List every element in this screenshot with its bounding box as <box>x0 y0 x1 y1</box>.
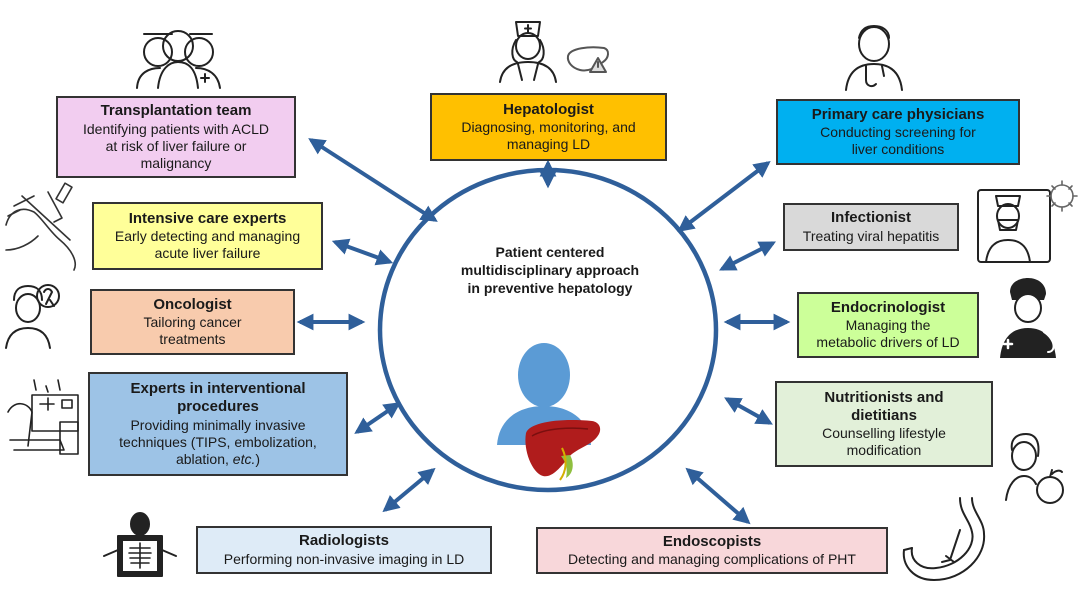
desc-text: ablation, <box>175 450 233 467</box>
box-endoscopists: Endoscopists Detecting and managing comp… <box>536 527 888 574</box>
box-title: Experts in interventional <box>130 380 306 398</box>
box-endocrinologist: Endocrinologist Managing the metabolic d… <box>797 292 979 358</box>
medical-team-icon <box>136 30 221 89</box>
box-primary-care: Primary care physicians Conducting scree… <box>776 99 1020 165</box>
box-oncologist: Oncologist Tailoring cancer treatments <box>90 289 295 355</box>
box-hepatologist: Hepatologist Diagnosing, monitoring, and… <box>430 93 667 161</box>
box-title: Primary care physicians <box>811 105 985 123</box>
box-desc-line: treatments <box>159 331 226 348</box>
liver-warning-icon <box>566 46 609 73</box>
box-title: Transplantation team <box>100 102 252 120</box>
box-desc-line: Detecting and managing complications of … <box>568 551 856 568</box>
box-title: Endoscopists <box>662 532 762 550</box>
center-line-3: in preventive hepatology <box>467 280 633 297</box>
box-desc-line: malignancy <box>140 154 212 171</box>
box-desc-line: at risk of liver failure or <box>105 137 247 154</box>
box-title: Infectionist <box>830 209 911 227</box>
nutrition-icon <box>1005 433 1064 504</box>
box-desc-line: Diagnosing, monitoring, and <box>461 119 636 136</box>
liver-icon <box>525 420 601 481</box>
box-title: Nutritionists and <box>824 388 944 406</box>
box-desc-line: Early detecting and managing <box>114 228 301 245</box>
box-desc-line: metabolic drivers of LD <box>816 334 960 351</box>
box-interventional: Experts in interventional procedures Pro… <box>88 372 348 476</box>
box-radiologists: Radiologists Performing non-invasive ima… <box>196 526 492 574</box>
box-transplantation-team: Transplantation team Identifying patient… <box>56 96 296 178</box>
masked-doctor-icon <box>977 189 1051 263</box>
arrow-primary <box>677 160 771 233</box>
box-nutritionists: Nutritionists and dietitians Counselling… <box>775 381 993 467</box>
box-title: Oncologist <box>153 295 232 313</box>
box-infectionist: Infectionist Treating viral hepatitis <box>783 203 959 251</box>
arrow-interv <box>354 402 401 434</box>
center-line-2: multidisciplinary approach <box>460 262 640 279</box>
desc-italic: etc. <box>232 450 256 467</box>
box-title: Intensive care experts <box>128 209 287 227</box>
box-desc-line: managing LD <box>506 136 591 153</box>
physician-icon <box>1000 278 1056 358</box>
box-desc-line: Counselling lifestyle <box>822 425 946 442</box>
interventional-equipment-icon <box>7 379 79 455</box>
box-desc-line: Performing non-invasive imaging in LD <box>223 550 465 567</box>
box-desc-line-last: ablation, etc.) <box>176 451 260 468</box>
box-desc-line: Providing minimally invasive <box>130 416 306 433</box>
virus-icon <box>1046 180 1078 212</box>
stomach-icon <box>902 497 986 581</box>
box-title: Radiologists <box>298 532 389 550</box>
box-desc-line: techniques (TIPS, embolization, <box>119 433 317 450</box>
box-desc-line: Treating viral hepatitis <box>802 227 940 244</box>
arrow-nutrition <box>724 397 773 425</box>
box-title: dietitians <box>851 406 917 424</box>
box-desc-line: acute liver failure <box>154 245 261 262</box>
doctor-icon <box>845 25 903 91</box>
intubation-icon <box>5 182 76 271</box>
box-desc-line: liver conditions <box>851 141 945 158</box>
oncology-ribbon-icon <box>5 284 60 349</box>
box-desc-line: Identifying patients with ACLD <box>83 120 269 137</box>
desc-close: ) <box>255 450 261 467</box>
arrow-radiology <box>382 467 436 513</box>
arrow-endoscopy <box>685 467 751 525</box>
arrow-intensive <box>331 238 394 266</box>
box-desc-line: Conducting screening for <box>820 124 976 141</box>
nurse-icon <box>499 21 557 83</box>
center-line-1: Patient centered <box>495 244 605 260</box>
box-intensive-care: Intensive care experts Early detecting a… <box>92 202 323 270</box>
box-desc-line: Managing the <box>845 317 931 334</box>
box-title: Endocrinologist <box>830 298 946 316</box>
xray-icon <box>103 512 177 577</box>
box-desc-line: Tailoring cancer <box>143 314 242 331</box>
box-desc-line: modification <box>846 442 922 459</box>
box-title: Hepatologist <box>503 100 594 118</box>
arrow-infection <box>719 241 776 271</box>
box-title: procedures <box>177 398 259 416</box>
arrow-transplant <box>308 138 438 222</box>
center-caption: Patient centered multidisciplinary appro… <box>445 243 655 298</box>
